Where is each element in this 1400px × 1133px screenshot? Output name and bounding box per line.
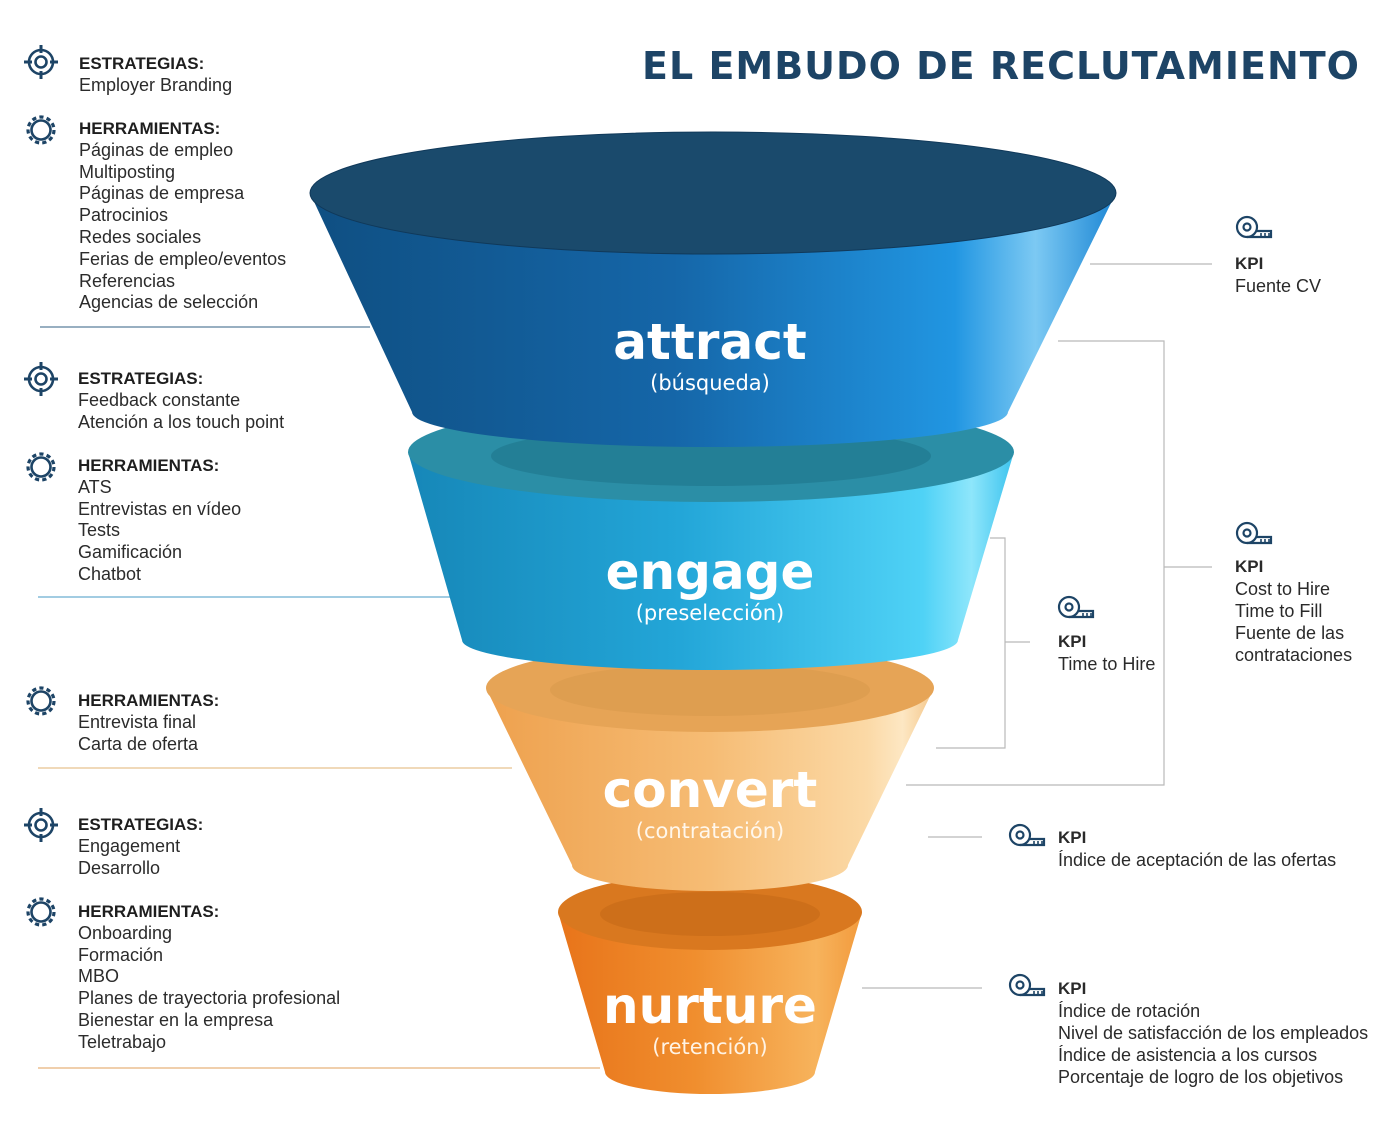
block-heading: KPI <box>1058 979 1087 998</box>
list-item: Índice de asistencia a los cursos <box>1058 1045 1318 1065</box>
list-item: Porcentaje de logro de los objetivos <box>1058 1067 1344 1087</box>
stage-engage-label: engage (preselección) <box>560 544 860 626</box>
stage-attract <box>309 131 1117 447</box>
block-heading: ESTRATEGIAS: <box>78 815 204 834</box>
attract-strategies: ESTRATEGIAS:Employer Branding <box>79 53 232 97</box>
connector-lines <box>38 263 1212 1069</box>
list-item: Teletrabajo <box>78 1031 167 1052</box>
kpi-convert: KPI Índice de aceptación de las ofertas <box>1058 827 1336 871</box>
list-item: Referencias <box>79 270 176 291</box>
block-heading: HERRAMIENTAS: <box>78 456 220 475</box>
stage-name: attract <box>613 313 807 371</box>
list-item: Onboarding <box>78 922 173 943</box>
block-heading: KPI <box>1235 557 1264 576</box>
list-item: Desarrollo <box>78 857 161 878</box>
list-item: Feedback constante <box>78 389 241 410</box>
list-item: Nivel de satisfacción de los empleados <box>1058 1023 1369 1043</box>
list-item: Índice de rotación <box>1058 1001 1201 1021</box>
stage-name: nurture <box>603 977 817 1035</box>
list-item: Carta de oferta <box>78 733 199 754</box>
list-item: Patrocinios <box>79 205 169 226</box>
list-item: Índice de aceptación de las ofertas <box>1058 850 1337 870</box>
list-item: Formación <box>78 944 164 965</box>
stage-subtitle: (búsqueda) <box>650 371 770 395</box>
measuring-tape-icon <box>1235 215 1273 239</box>
list-item: Fuente CV <box>1235 276 1322 296</box>
stage-name: engage <box>605 543 815 601</box>
measuring-tape-icon <box>1057 595 1095 619</box>
block-heading: ESTRATEGIAS: <box>79 54 205 73</box>
block-heading: KPI <box>1058 632 1087 651</box>
list-item: Chatbot <box>78 563 142 584</box>
block-heading: KPI <box>1058 828 1087 847</box>
gear-icon <box>26 686 56 716</box>
stage-subtitle: (retención) <box>652 1035 768 1059</box>
list-item: Employer Branding <box>79 74 233 95</box>
target-icon <box>24 808 58 842</box>
page-title: EL EMBUDO DE RECLUTAMIENTO <box>642 44 1360 88</box>
list-item: Time to Hire <box>1058 654 1156 674</box>
list-item: Páginas de empresa <box>79 183 245 204</box>
list-item: Engagement <box>78 835 181 856</box>
list-item: Atención a los touch point <box>78 411 285 432</box>
list-item: Entrevistas en vídeo <box>78 498 242 519</box>
block-heading: HERRAMIENTAS: <box>78 902 220 921</box>
stage-nurture-label: nurture (retención) <box>560 978 860 1060</box>
list-item: Fuente de las <box>1235 623 1345 643</box>
stage-subtitle: (preselección) <box>635 601 785 625</box>
measuring-tape-icon <box>1008 823 1046 847</box>
kpi-engage-convert: KPI Time to Hire <box>1058 631 1155 675</box>
target-icon <box>24 45 58 79</box>
gear-icon <box>26 452 56 482</box>
list-item: contrataciones <box>1235 645 1353 665</box>
block-heading: HERRAMIENTAS: <box>78 691 220 710</box>
measuring-tape-icon <box>1235 521 1273 545</box>
list-item: Multiposting <box>79 161 176 182</box>
list-item: Planes de trayectoria profesional <box>78 988 341 1009</box>
list-item: Entrevista final <box>78 711 197 732</box>
list-item: MBO <box>78 966 120 987</box>
stage-nurture <box>558 874 862 1094</box>
target-icon <box>24 362 58 396</box>
list-item: ATS <box>78 476 112 497</box>
list-item: Gamificación <box>78 542 183 563</box>
kpi-attract: KPI Fuente CV <box>1235 253 1321 297</box>
list-item: Bienestar en la empresa <box>78 1009 274 1030</box>
list-item: Time to Fill <box>1235 601 1323 621</box>
stage-name: convert <box>602 761 818 819</box>
list-item: Ferias de empleo/eventos <box>79 248 287 269</box>
list-item: Tests <box>78 520 121 541</box>
gear-icon <box>26 115 56 145</box>
block-heading: HERRAMIENTAS: <box>79 119 221 138</box>
measuring-tape-icon <box>1008 973 1046 997</box>
stage-subtitle: (contratación) <box>635 819 785 843</box>
block-heading: KPI <box>1235 254 1264 273</box>
stage-convert-label: convert (contratación) <box>560 762 860 844</box>
list-item: Redes sociales <box>79 226 202 247</box>
stage-attract-label: attract (búsqueda) <box>560 314 860 396</box>
block-heading: ESTRATEGIAS: <box>78 369 204 388</box>
list-item: Agencias de selección <box>79 292 259 313</box>
list-item: Cost to Hire <box>1235 579 1331 599</box>
gear-icon <box>26 897 56 927</box>
list-item: Páginas de empleo <box>79 139 234 160</box>
